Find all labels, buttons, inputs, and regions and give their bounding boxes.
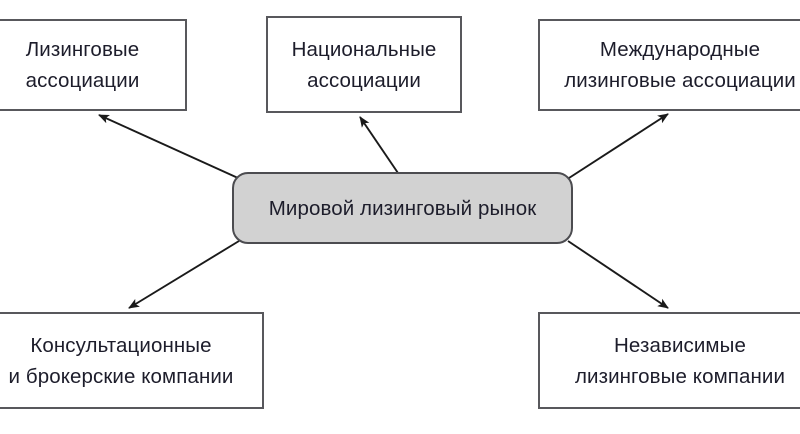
national-associations-node[interactable]: Национальные ассоциации [266, 16, 462, 113]
node-label-line: ассоциации [307, 68, 421, 92]
node-label-line: Национальные [291, 37, 437, 61]
node-label-line: лизинговые компании [574, 364, 786, 388]
edge-to-independent-leasing [567, 240, 669, 309]
node-label-line: и брокерские компании [8, 364, 234, 388]
node-label-line: ассоциации [25, 69, 140, 92]
edge-to-leasing-associations [98, 114, 239, 179]
edge-to-international [568, 113, 669, 179]
edge-to-consulting-brokerage [128, 240, 240, 309]
international-leasing-associations-node[interactable]: Международные лизинговые ассоциации [538, 19, 800, 111]
node-label-line: лизинговые ассоциации [564, 69, 796, 92]
node-label-line: Лизинговые [25, 38, 140, 61]
node-label-line: Консультационные [30, 333, 212, 357]
node-label-line: Международные [599, 38, 761, 61]
consulting-and-brokerage-companies-node[interactable]: Консультационные и брокерские компании [0, 312, 264, 409]
edge-to-national-associations [359, 116, 399, 174]
independent-leasing-companies-node[interactable]: Независимые лизинговые компании [538, 312, 800, 409]
node-label-line: Мировой лизинговый рынок [268, 196, 537, 220]
leasing-associations-node[interactable]: Лизинговые ассоциации [0, 19, 187, 111]
central-node[interactable]: Мировой лизинговый рынок [232, 172, 573, 244]
node-label-line: Независимые [614, 333, 746, 357]
